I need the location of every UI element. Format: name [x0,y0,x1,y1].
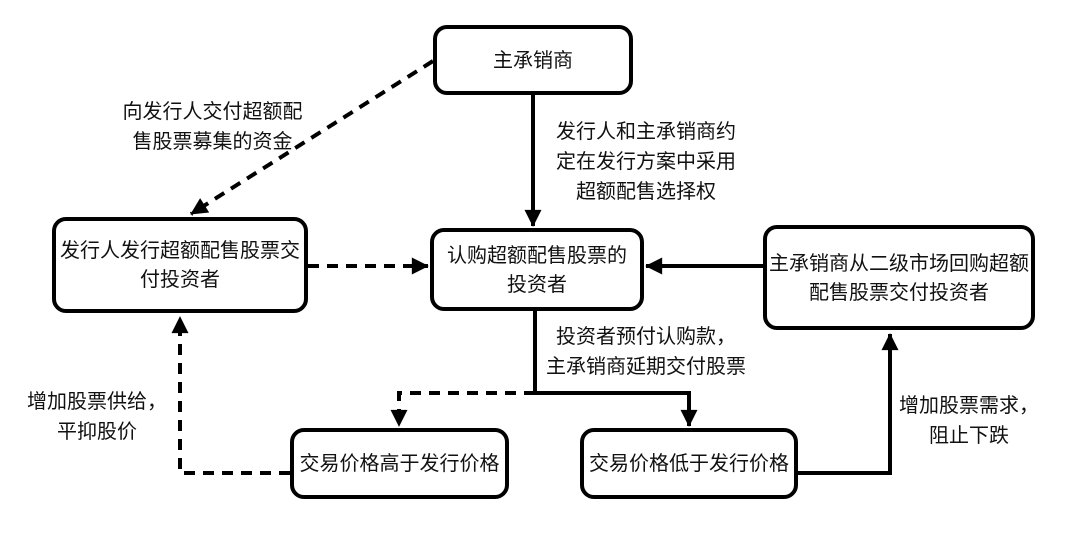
node-issuer-delivers-shares-label: 发行人发行超额配售股票交 付投资者 [60,238,300,291]
node-price-below-issue-label: 交易价格低于发行价格 [589,451,789,475]
arrow-price-below-to-buyback [798,333,899,475]
node-overallotment-investors-label: 认购超额配售股票的 投资者 [447,242,627,296]
node-price-above-issue: 交易价格高于发行价格 [290,428,509,499]
node-overallotment-investors: 认购超额配售股票的 投资者 [430,228,644,311]
node-secondary-market-buyback: 主承销商从二级市场回购超额 配售股票交付投资者 [763,225,1035,330]
node-issuer-delivers-shares: 发行人发行超额配售股票交 付投资者 [52,217,308,313]
edge-label-overallotment-agreement: 发行人和主承销商约 定在发行方案中采用 超额配售选择权 [556,119,736,203]
node-lead-underwriter: 主承销商 [433,25,633,95]
node-lead-underwriter-label: 主承销商 [493,47,573,72]
arrow-investors-to-price-below [533,311,698,427]
edge-label-investor-prepay: 投资者预付认购款， 主承销商延期交付股票 [546,324,746,378]
edge-label-increase-supply: 增加股票供给， 平抑股价 [27,389,167,443]
arrow-investors-to-price-above [390,391,535,427]
edge-label-deliver-funds: 向发行人交付超额配 售股票募集的资金 [122,99,303,153]
arrow-underwriter-to-issuer [189,59,435,216]
node-secondary-market-buyback-label: 主承销商从二级市场回购超额 配售股票交付投资者 [769,250,1029,304]
node-price-above-issue-label: 交易价格高于发行价格 [299,451,500,475]
arrow-price-above-to-issuer [171,316,290,475]
node-price-below-issue: 交易价格低于发行价格 [580,428,798,499]
edge-label-increase-demand: 增加股票需求， 阻止下跌 [899,393,1039,447]
